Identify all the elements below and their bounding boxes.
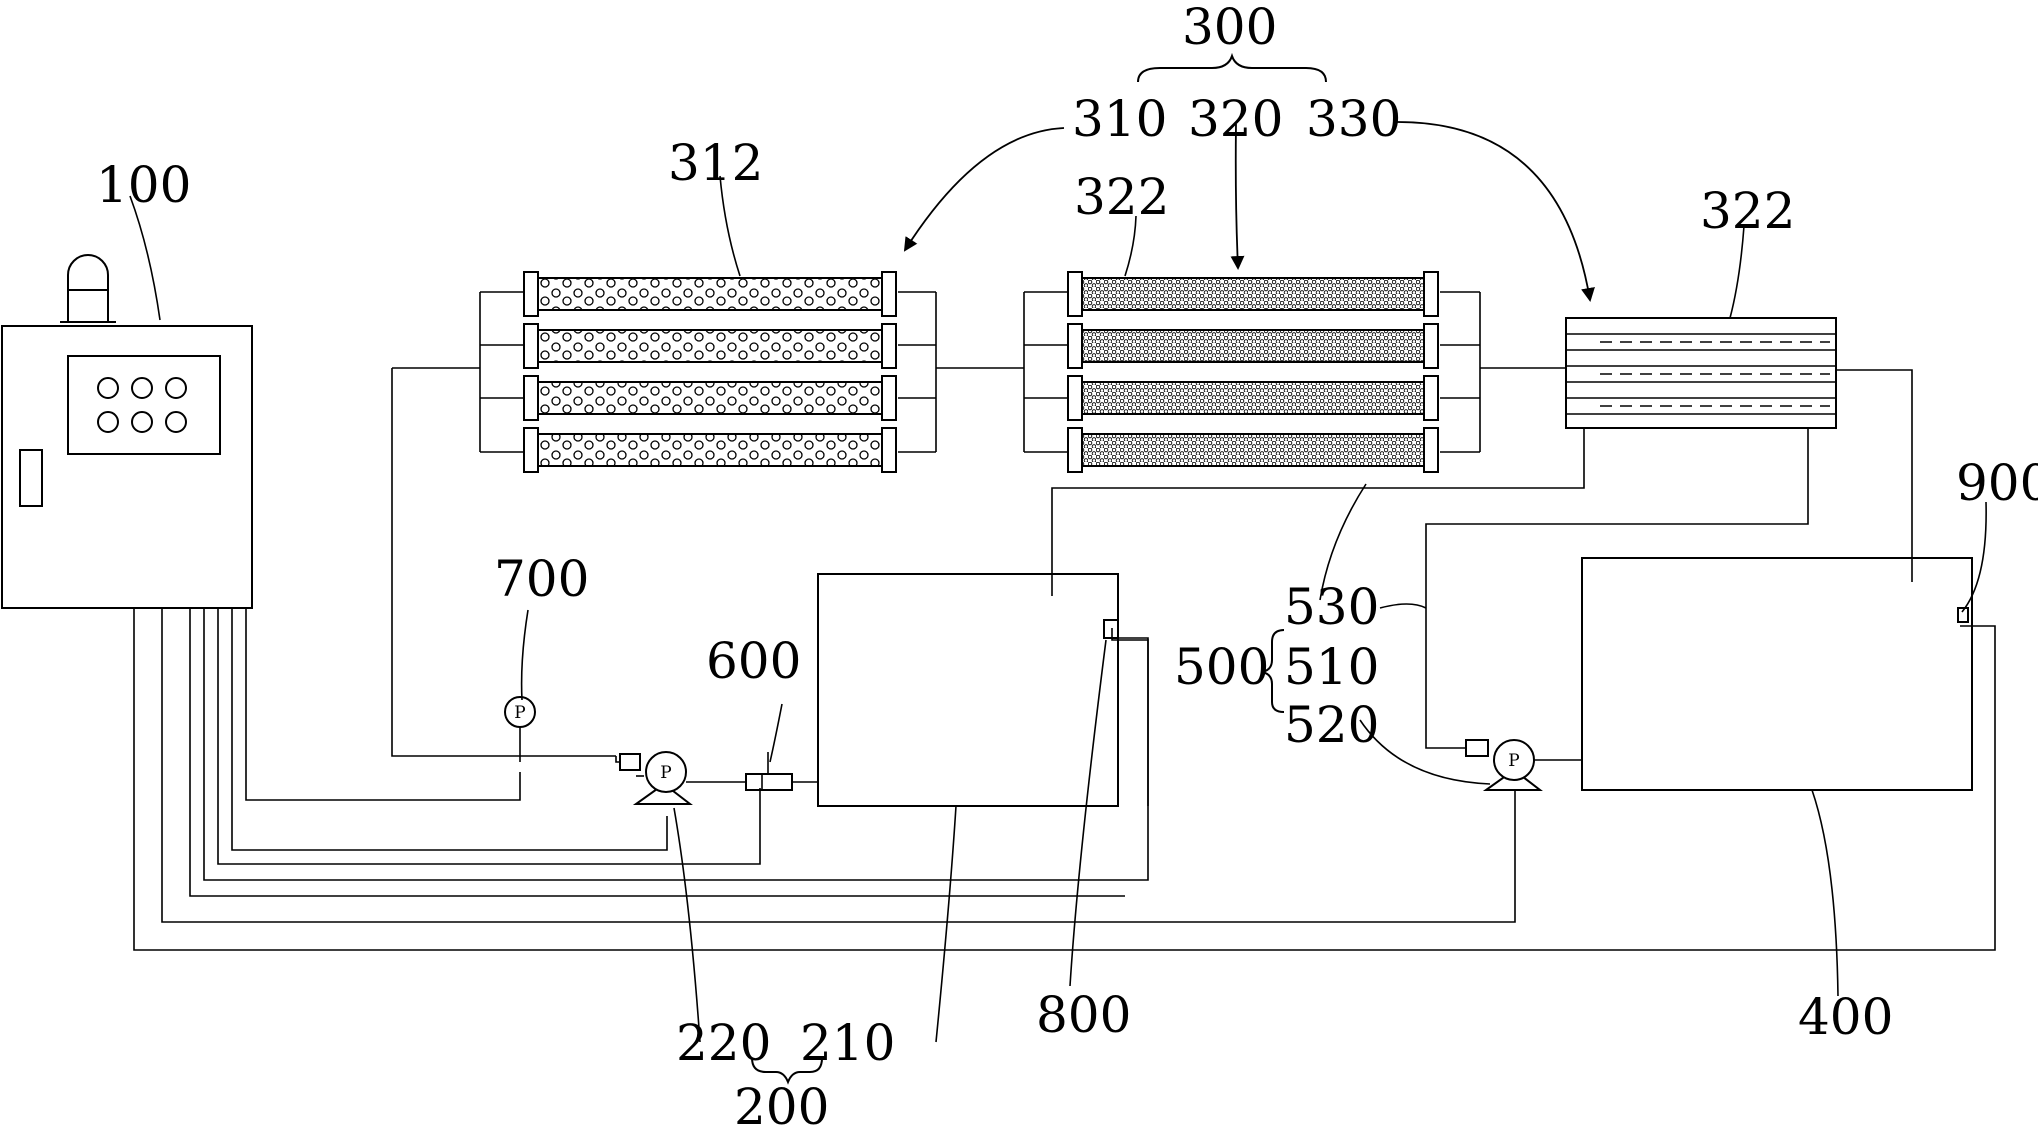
label-530: 530: [1284, 578, 1379, 636]
label-322-right: 322: [1700, 182, 1795, 240]
water-tank: [817, 573, 1149, 807]
filter-cartridge: [523, 271, 897, 317]
feed-pump: P: [619, 751, 746, 805]
control-panel: [67, 355, 221, 455]
label-900: 900: [1956, 454, 2038, 512]
pipe-530: [1051, 428, 1585, 596]
filter-cartridge: [523, 427, 897, 473]
level-sensor-900: [1957, 607, 1969, 623]
indicator-lights: [97, 377, 187, 433]
filter-cartridge: [1067, 323, 1439, 369]
labels: 100 300 310 320 330 312 322 322 900 700 …: [96, 0, 2038, 1135]
membrane-module-330: [1565, 317, 1837, 429]
label-520: 520: [1284, 696, 1379, 754]
filter-cartridge: [1067, 427, 1439, 473]
pressure-gauge: P: [504, 696, 536, 762]
leader-lines: [129, 121, 1987, 1043]
clean-tank: [1581, 557, 1973, 791]
svg-text:P: P: [1508, 751, 1519, 771]
filter-bank-310: [391, 271, 1024, 757]
label-322-mid: 322: [1074, 168, 1169, 226]
label-800: 800: [1036, 986, 1131, 1044]
label-500: 500: [1174, 638, 1269, 696]
pipe-permeate: [1836, 369, 1913, 582]
return-pump: P: [1465, 739, 1582, 808]
feed-line: [615, 756, 818, 783]
control-wires: [133, 608, 1996, 951]
label-310: 310: [1072, 90, 1167, 148]
filter-cartridge: [1067, 271, 1439, 317]
label-220: 220: [676, 1014, 771, 1072]
filter-bank-320: [1023, 271, 1566, 473]
svg-text:P: P: [660, 763, 671, 783]
label-320: 320: [1188, 90, 1283, 148]
label-400: 400: [1798, 988, 1893, 1046]
door-handle: [19, 449, 43, 507]
braces: [751, 52, 1327, 1085]
control-box: [1, 254, 253, 609]
label-100: 100: [96, 156, 191, 214]
label-600: 600: [706, 632, 801, 690]
label-510: 510: [1284, 638, 1379, 696]
label-210: 210: [800, 1014, 895, 1072]
label-300: 300: [1182, 0, 1277, 56]
filter-cartridge: [523, 323, 897, 369]
label-312: 312: [668, 134, 763, 192]
label-200: 200: [734, 1078, 829, 1135]
label-330: 330: [1306, 90, 1401, 148]
filter-cartridge: [1067, 375, 1439, 421]
label-700: 700: [494, 550, 589, 608]
level-sensor-800: [1103, 619, 1119, 639]
pipe-510: [1425, 428, 1809, 749]
filter-cartridge: [523, 375, 897, 421]
svg-text:P: P: [514, 703, 525, 723]
flow-meter: [745, 752, 793, 791]
